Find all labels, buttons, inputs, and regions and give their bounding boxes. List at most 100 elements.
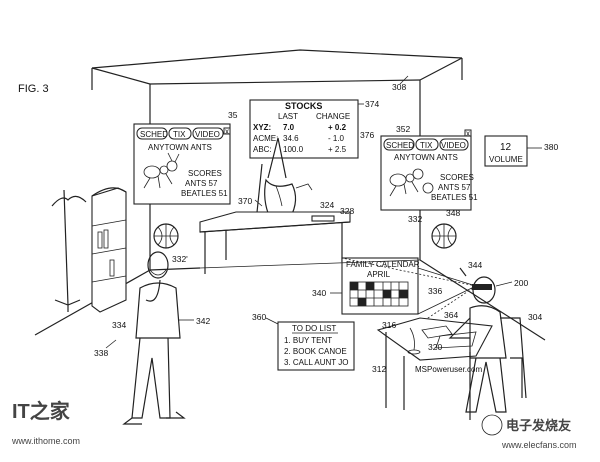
sched-label-right: SCHED [386, 141, 414, 150]
stock-row-1-change: + 0.2 [328, 123, 347, 132]
ref-324: 324 [320, 200, 334, 210]
scores-title-right: SCORES [440, 173, 474, 182]
gaze-lines [341, 257, 477, 331]
sched-button-left[interactable] [136, 127, 168, 140]
figure-label: FIG. 3 [18, 83, 49, 95]
seated-user-with-hmd [448, 267, 527, 413]
score-line-2-left: BEATLES 51 [181, 189, 228, 198]
tix-button-right[interactable] [415, 138, 439, 151]
basketball-right-icon [431, 223, 457, 249]
calendar-month: APRIL [367, 270, 391, 279]
ref-304: 304 [528, 312, 542, 322]
back-table [199, 211, 351, 274]
ref-344: 344 [468, 260, 482, 270]
screen-label: MSPoweruser.com [415, 365, 482, 374]
stocks-col-last: LAST [278, 112, 298, 121]
stock-row-3-last: 100.0 [283, 145, 304, 154]
volume-value: 12 [500, 142, 512, 153]
todo-item-3: 3. CALL AUNT JO [284, 358, 348, 367]
ref-336: 336 [428, 286, 442, 296]
video-button-right[interactable] [439, 138, 469, 151]
score-line-2-right: BEATLES 51 [431, 193, 478, 202]
elecfans-logo-icon [481, 414, 503, 436]
ref-35: 35 [228, 110, 238, 120]
video-label-right: VIDEO [441, 141, 466, 150]
ant-mascot-icon [143, 152, 180, 189]
ref-200: 200 [514, 278, 528, 288]
ref-360: 360 [252, 312, 266, 322]
stock-row-3-change: + 2.5 [328, 145, 347, 154]
ref-328: 328 [340, 206, 354, 216]
stock-row-2-last: 34.6 [283, 134, 299, 143]
score-line-1-right: ANTS 57 [438, 183, 471, 192]
calendar-title: FAMILY CALENDAR [346, 260, 420, 269]
stocks-col-change: CHANGE [316, 112, 350, 121]
ithome-logo: IT之家 [12, 399, 71, 423]
stock-row-1-sym: XYZ: [253, 123, 271, 132]
ref-332b: 332 [408, 214, 422, 224]
todo-item-1: 1. BUY TENT [284, 336, 332, 345]
family-calendar: FAMILY CALENDAR APRIL [341, 257, 420, 315]
standing-person [122, 251, 186, 425]
team-title-left: ANYTOWN ANTS [148, 143, 212, 152]
ref-374: 374 [365, 99, 379, 109]
ithome-watermark: IT之家 www.ithome.com [11, 399, 80, 446]
video-button-left[interactable] [192, 127, 224, 140]
ref-364: 364 [444, 310, 458, 320]
front-desk [376, 317, 493, 420]
close-glyph-right: x [466, 129, 470, 138]
ref-332a: 332' [172, 254, 188, 264]
ref-338: 338 [94, 348, 108, 358]
todo-list-panel: TO DO LIST 1. BUY TENT 2. BOOK CANOE 3. … [277, 321, 355, 371]
ref-352: 352 [396, 124, 410, 134]
ref-342: 342 [196, 316, 210, 326]
volume-widget[interactable]: 12 VOLUME [484, 135, 528, 167]
hmd-glasses-icon [472, 284, 492, 290]
ref-376: 376 [360, 130, 374, 140]
sched-label-left: SCHED [140, 130, 168, 139]
ref-312: 312 [372, 364, 386, 374]
tix-label-left: TIX [173, 130, 186, 139]
video-label-left: VIDEO [195, 130, 220, 139]
tix-button-left[interactable] [168, 127, 192, 140]
elecfans-watermark: 电子发烧友 www.elecfans.com [481, 414, 577, 450]
ref-340: 340 [312, 288, 326, 298]
stock-row-3-sym: ABC: [253, 145, 272, 154]
ref-380: 380 [544, 142, 558, 152]
ref-348: 348 [446, 208, 460, 218]
ithome-url: www.ithome.com [11, 436, 80, 446]
stocks-title: STOCKS [285, 101, 322, 111]
ref-370: 370 [238, 196, 252, 206]
sports-panel-left: SCHED TIX VIDEO x ANYTOWN ANTS SCORES AN… [133, 123, 231, 205]
ref-334: 334 [112, 320, 126, 330]
team-title-right: ANYTOWN ANTS [394, 153, 458, 162]
stock-row-1-last: 7.0 [283, 123, 295, 132]
ref-316: 316 [382, 320, 396, 330]
stock-row-2-change: - 1.0 [328, 134, 345, 143]
sports-panel-right: SCHED TIX VIDEO x ANYTOWN ANTS SCORES AN… [380, 129, 478, 211]
bookshelf [91, 187, 127, 313]
volume-label: VOLUME [489, 155, 523, 164]
tix-label-right: TIX [420, 141, 433, 150]
wizard-figure [255, 137, 313, 223]
todo-item-2: 2. BOOK CANOE [284, 347, 347, 356]
basketball-left-icon [153, 223, 179, 249]
coat-rack [51, 189, 87, 312]
todo-title: TO DO LIST [292, 324, 336, 333]
ant-mascot-right-icon [389, 168, 434, 197]
elecfans-url: www.elecfans.com [501, 440, 577, 450]
ref-308: 308 [392, 82, 406, 92]
stock-row-2-sym: ACME: [253, 134, 278, 143]
sched-button-right[interactable] [383, 138, 415, 151]
close-glyph-left: x [225, 127, 229, 136]
stocks-panel: STOCKS LAST CHANGE XYZ: 7.0 + 0.2 ACME: … [249, 99, 359, 159]
elecfans-name: 电子发烧友 [506, 418, 571, 433]
close-icon-right[interactable] [464, 129, 472, 137]
calendar-grid [349, 281, 409, 307]
scores-title-left: SCORES [188, 169, 222, 178]
score-line-1-left: ANTS 57 [185, 179, 218, 188]
close-icon-left[interactable] [223, 127, 231, 135]
ref-320: 320 [428, 342, 442, 352]
